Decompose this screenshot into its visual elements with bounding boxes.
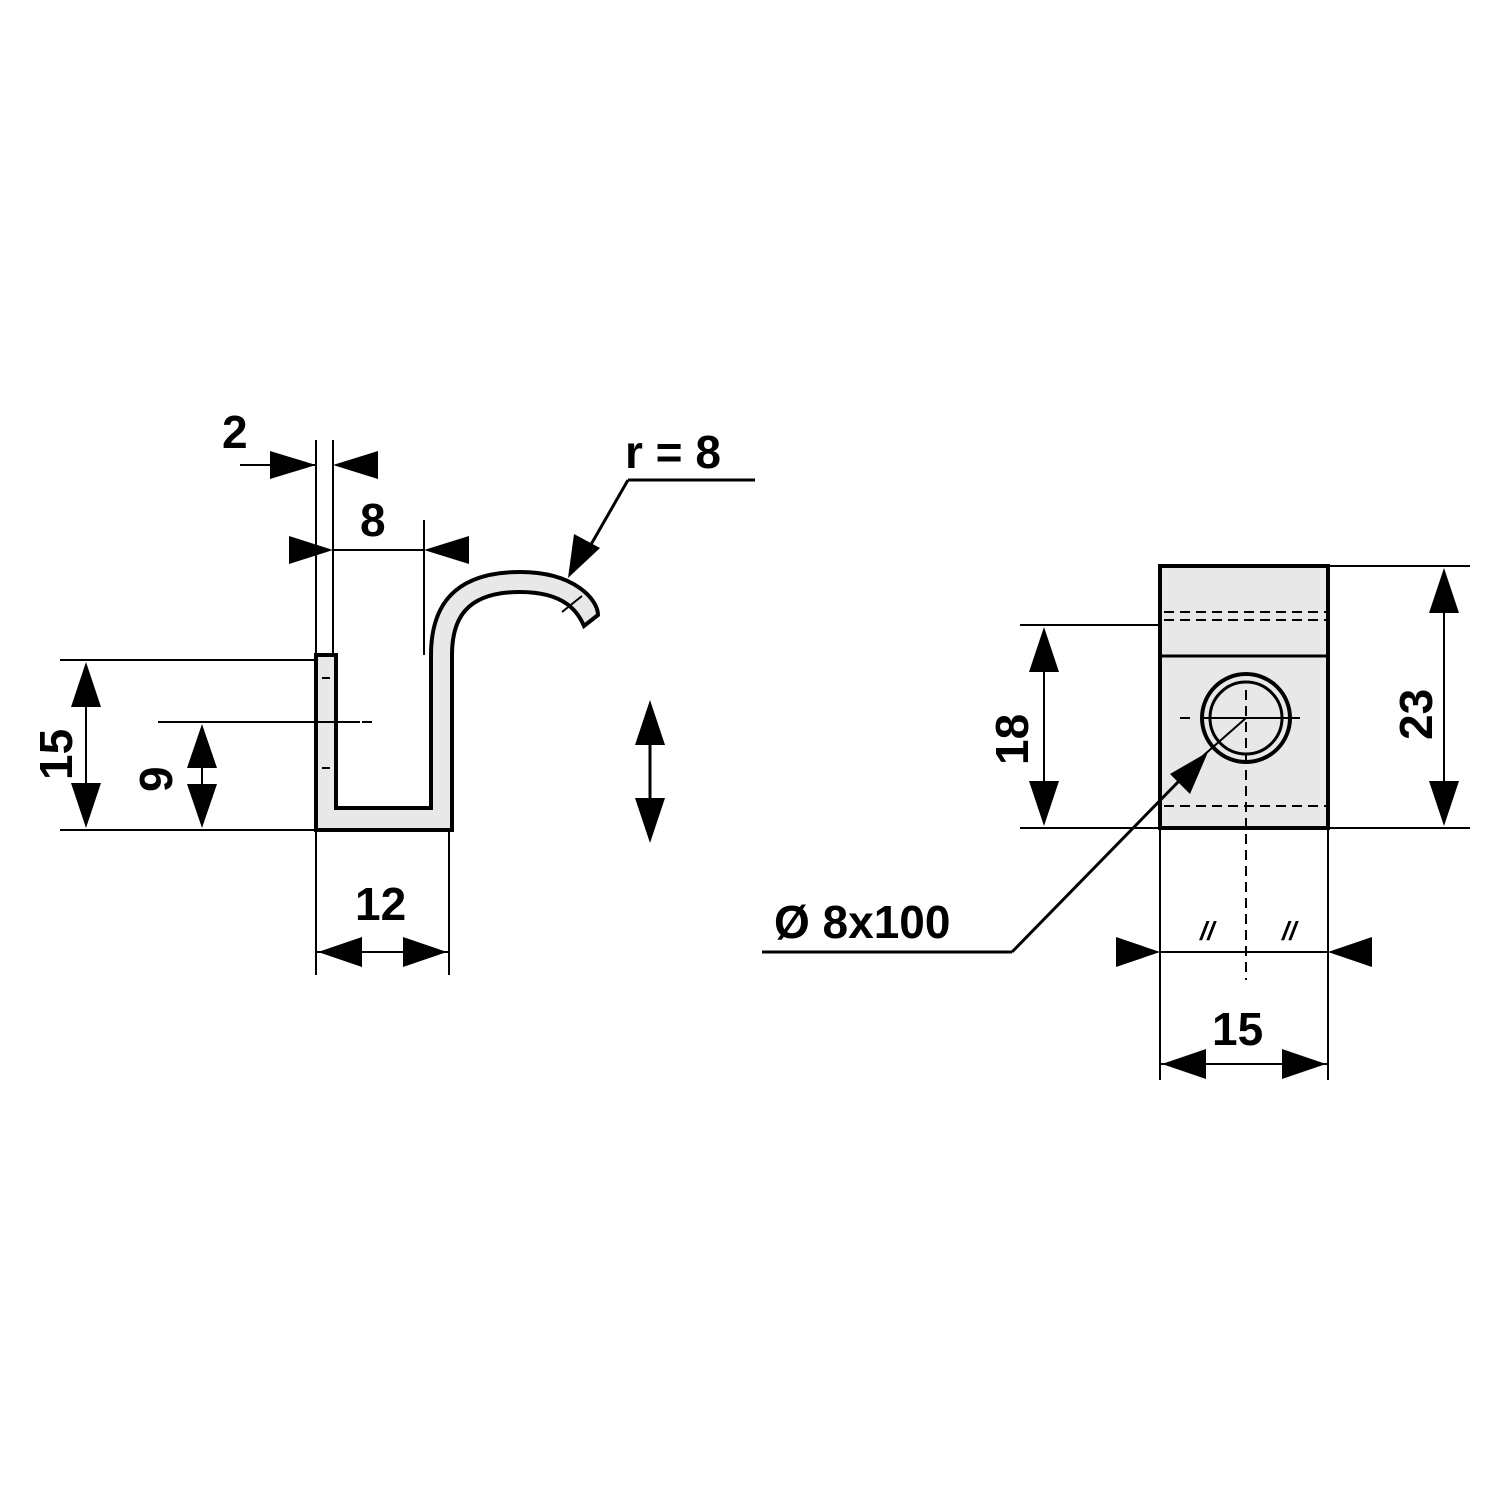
arrow-head <box>71 662 101 707</box>
arrow-head <box>1116 937 1160 967</box>
arrow-head <box>187 724 217 768</box>
half-mark-right: // <box>1281 916 1299 946</box>
clip-profile <box>314 569 601 832</box>
thickness-label: 2 <box>222 406 248 458</box>
arrow-head <box>1029 781 1059 826</box>
radius-leader-line <box>583 479 630 556</box>
arrow-head <box>1429 781 1459 826</box>
base-width-label: 12 <box>355 878 406 930</box>
arrow-head <box>403 937 447 967</box>
arrow-head <box>318 937 362 967</box>
bolt-leader-line <box>1010 778 1182 954</box>
total-height-label: 23 <box>1390 689 1442 740</box>
clip-view: 2 8 r = 8 15 9 12 <box>30 406 755 975</box>
arrow-head <box>1282 1049 1326 1079</box>
arrow-head <box>1170 752 1208 794</box>
arrow-head <box>568 534 600 578</box>
radius-label: r = 8 <box>625 426 721 478</box>
arrow-head <box>424 536 469 564</box>
block-view: 18 23 Ø 8x100 // // 15 <box>762 564 1470 1080</box>
half-mark-left: // <box>1199 916 1217 946</box>
arrow-head <box>1328 937 1372 967</box>
bolt-label: Ø 8x100 <box>774 896 950 948</box>
arrow-head <box>1429 568 1459 613</box>
arrow-head <box>333 451 378 479</box>
height-label: 15 <box>30 729 82 780</box>
arrow-head <box>270 451 316 479</box>
arrow-head <box>1029 627 1059 672</box>
arrow-head <box>71 783 101 828</box>
width-label: 15 <box>1212 1003 1263 1055</box>
inner-width-label: 8 <box>360 494 386 546</box>
arrow-head <box>187 784 217 828</box>
arrow-head <box>1162 1049 1206 1079</box>
arrow-head <box>635 798 665 843</box>
clip-hook-end <box>561 595 583 613</box>
hole-height-label: 9 <box>130 766 182 792</box>
arrow-head <box>289 536 333 564</box>
arrow-head <box>635 700 665 745</box>
hole-height-label-18: 18 <box>986 714 1038 765</box>
